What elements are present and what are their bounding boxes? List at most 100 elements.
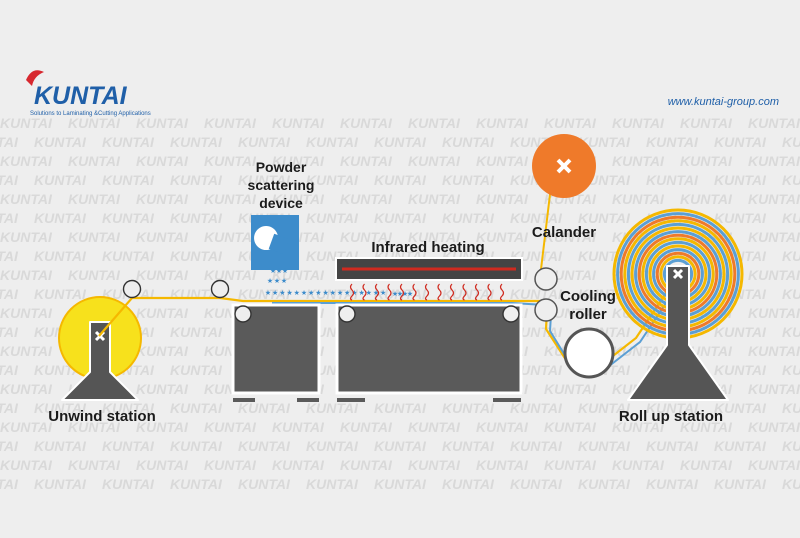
watermark-text: KUNTAI [0, 267, 53, 283]
powder-star-icon: ★ [301, 289, 307, 297]
watermark-text: KUNTAI [612, 419, 665, 435]
watermark-text: KUNTAI [0, 248, 19, 264]
watermark-text: KUNTAI [714, 324, 767, 340]
watermark-text: KUNTAI [510, 476, 563, 492]
powder-label-line2: scattering [248, 177, 315, 193]
watermark-text: KUNTAI [714, 172, 767, 188]
powder-star-icon: ★ [279, 289, 285, 297]
watermark-text: KUNTAI [578, 134, 631, 150]
watermark-text: KUNTAI [408, 153, 461, 169]
watermark-text: KUNTAI [238, 172, 291, 188]
powder-star-icon: ★ [294, 289, 300, 297]
cooling-roller [563, 327, 615, 379]
watermark-text: KUNTAI [170, 248, 223, 264]
watermark-text: KUNTAI [136, 229, 189, 245]
watermark-text: KUNTAI [0, 305, 53, 321]
watermark-text: KUNTAI [68, 457, 121, 473]
watermark-text: KUNTAI [544, 381, 597, 397]
watermark-text: KUNTAI [476, 229, 529, 245]
powder-star-icon: ★ [281, 277, 287, 285]
watermark-text: KUNTAI [34, 438, 87, 454]
watermark-text: KUNTAI [102, 134, 155, 150]
watermark-text: KUNTAI [748, 381, 800, 397]
watermark-text: KUNTAI [0, 324, 19, 340]
watermark-text: KUNTAI [204, 267, 257, 283]
watermark-text: KUNTAI [646, 400, 699, 416]
guide-roller-1 [122, 279, 142, 299]
nip-roller-bottom [534, 298, 558, 322]
watermark-text: KUNTAI [476, 457, 529, 473]
watermark-text: KUNTAI [0, 343, 53, 359]
powder-star-icon: ★ [380, 289, 386, 297]
watermark-text: KUNTAI [0, 210, 19, 226]
powder-scattering-device [251, 215, 299, 270]
watermark-text: KUNTAI [0, 457, 53, 473]
watermark-text: KUNTAI [0, 153, 53, 169]
powder-star-icon: ★ [407, 290, 413, 298]
watermark-text: KUNTAI [0, 419, 53, 435]
watermark-text: KUNTAI [136, 305, 189, 321]
guide-roller-2 [210, 279, 230, 299]
watermark-text: KUNTAI [782, 476, 800, 492]
watermark-text: KUNTAI [340, 229, 393, 245]
heat-wave-icon [399, 283, 405, 301]
watermark-text: KUNTAI [340, 115, 393, 131]
watermark-text: KUNTAI [0, 381, 53, 397]
watermark-text: KUNTAI [714, 400, 767, 416]
laminate-web [272, 278, 683, 371]
watermark-text: KUNTAI [782, 210, 800, 226]
watermark-text: KUNTAI [34, 286, 87, 302]
powder-machine-foot-left [233, 398, 255, 402]
watermark-text: KUNTAI [646, 134, 699, 150]
logo-swoosh-icon [26, 70, 44, 86]
watermark-text: KUNTAI [204, 457, 257, 473]
watermark-text: KUNTAI [0, 229, 53, 245]
calander-label: Calander [532, 224, 596, 241]
watermark-text: KUNTAI [204, 229, 257, 245]
watermark-text: KUNTAI [748, 305, 800, 321]
unwind-station [58, 296, 142, 401]
heat-wave-icon [437, 283, 442, 301]
heating-machine-foot-right [493, 398, 521, 402]
watermark-text: KUNTAI [782, 438, 800, 454]
powder-star-icon: ★ [267, 277, 273, 285]
powder-star-icon: ★ [276, 267, 282, 275]
watermark-text: KUNTAI [374, 476, 427, 492]
watermark-text: KUNTAI [714, 476, 767, 492]
watermark-text: KUNTAI [306, 438, 359, 454]
watermark-text: KUNTAI [136, 115, 189, 131]
watermark-text: KUNTAI [272, 153, 325, 169]
watermark-text: KUNTAI [748, 267, 800, 283]
watermark-text: KUNTAI [170, 172, 223, 188]
watermark-text: KUNTAI [782, 134, 800, 150]
watermark-text: KUNTAI [510, 362, 563, 378]
watermark-text: KUNTAI [238, 286, 291, 302]
watermark-text: KUNTAI [442, 210, 495, 226]
watermark-text: KUNTAI [340, 153, 393, 169]
powder-star-icon: ★ [392, 290, 398, 298]
watermark-text: KUNTAI [306, 286, 359, 302]
nip-roller-top [534, 267, 558, 291]
watermark-text: KUNTAI [714, 286, 767, 302]
watermark-text: KUNTAI [408, 457, 461, 473]
website-link[interactable]: www.kuntai-group.com [668, 96, 779, 108]
cooling-label-line2: roller [569, 306, 607, 323]
watermark-text: KUNTAI [544, 457, 597, 473]
watermark-text: KUNTAI [612, 191, 665, 207]
watermark-text: KUNTAI [102, 248, 155, 264]
watermark-text: KUNTAI [68, 419, 121, 435]
watermark-text: KUNTAI [306, 134, 359, 150]
watermark-text: KUNTAI [34, 134, 87, 150]
powder-star-icon: ★ [286, 289, 292, 297]
powder-particles: ★★★★★★★★★★★★★★★★★★★★★★★★★★★ [265, 267, 413, 298]
infrared-heater [335, 257, 523, 281]
logo-text: KUNTAI [34, 82, 128, 110]
watermark-text: KUNTAI [272, 457, 325, 473]
watermark-text: KUNTAI [578, 210, 631, 226]
watermark-text: KUNTAI [646, 476, 699, 492]
watermark-text: KUNTAI [408, 115, 461, 131]
watermark-text: KUNTAI [476, 191, 529, 207]
cooling-label-line1: Cooling [560, 288, 616, 305]
watermark-text: KUNTAI [136, 381, 189, 397]
watermark-text: KUNTAI [408, 191, 461, 207]
